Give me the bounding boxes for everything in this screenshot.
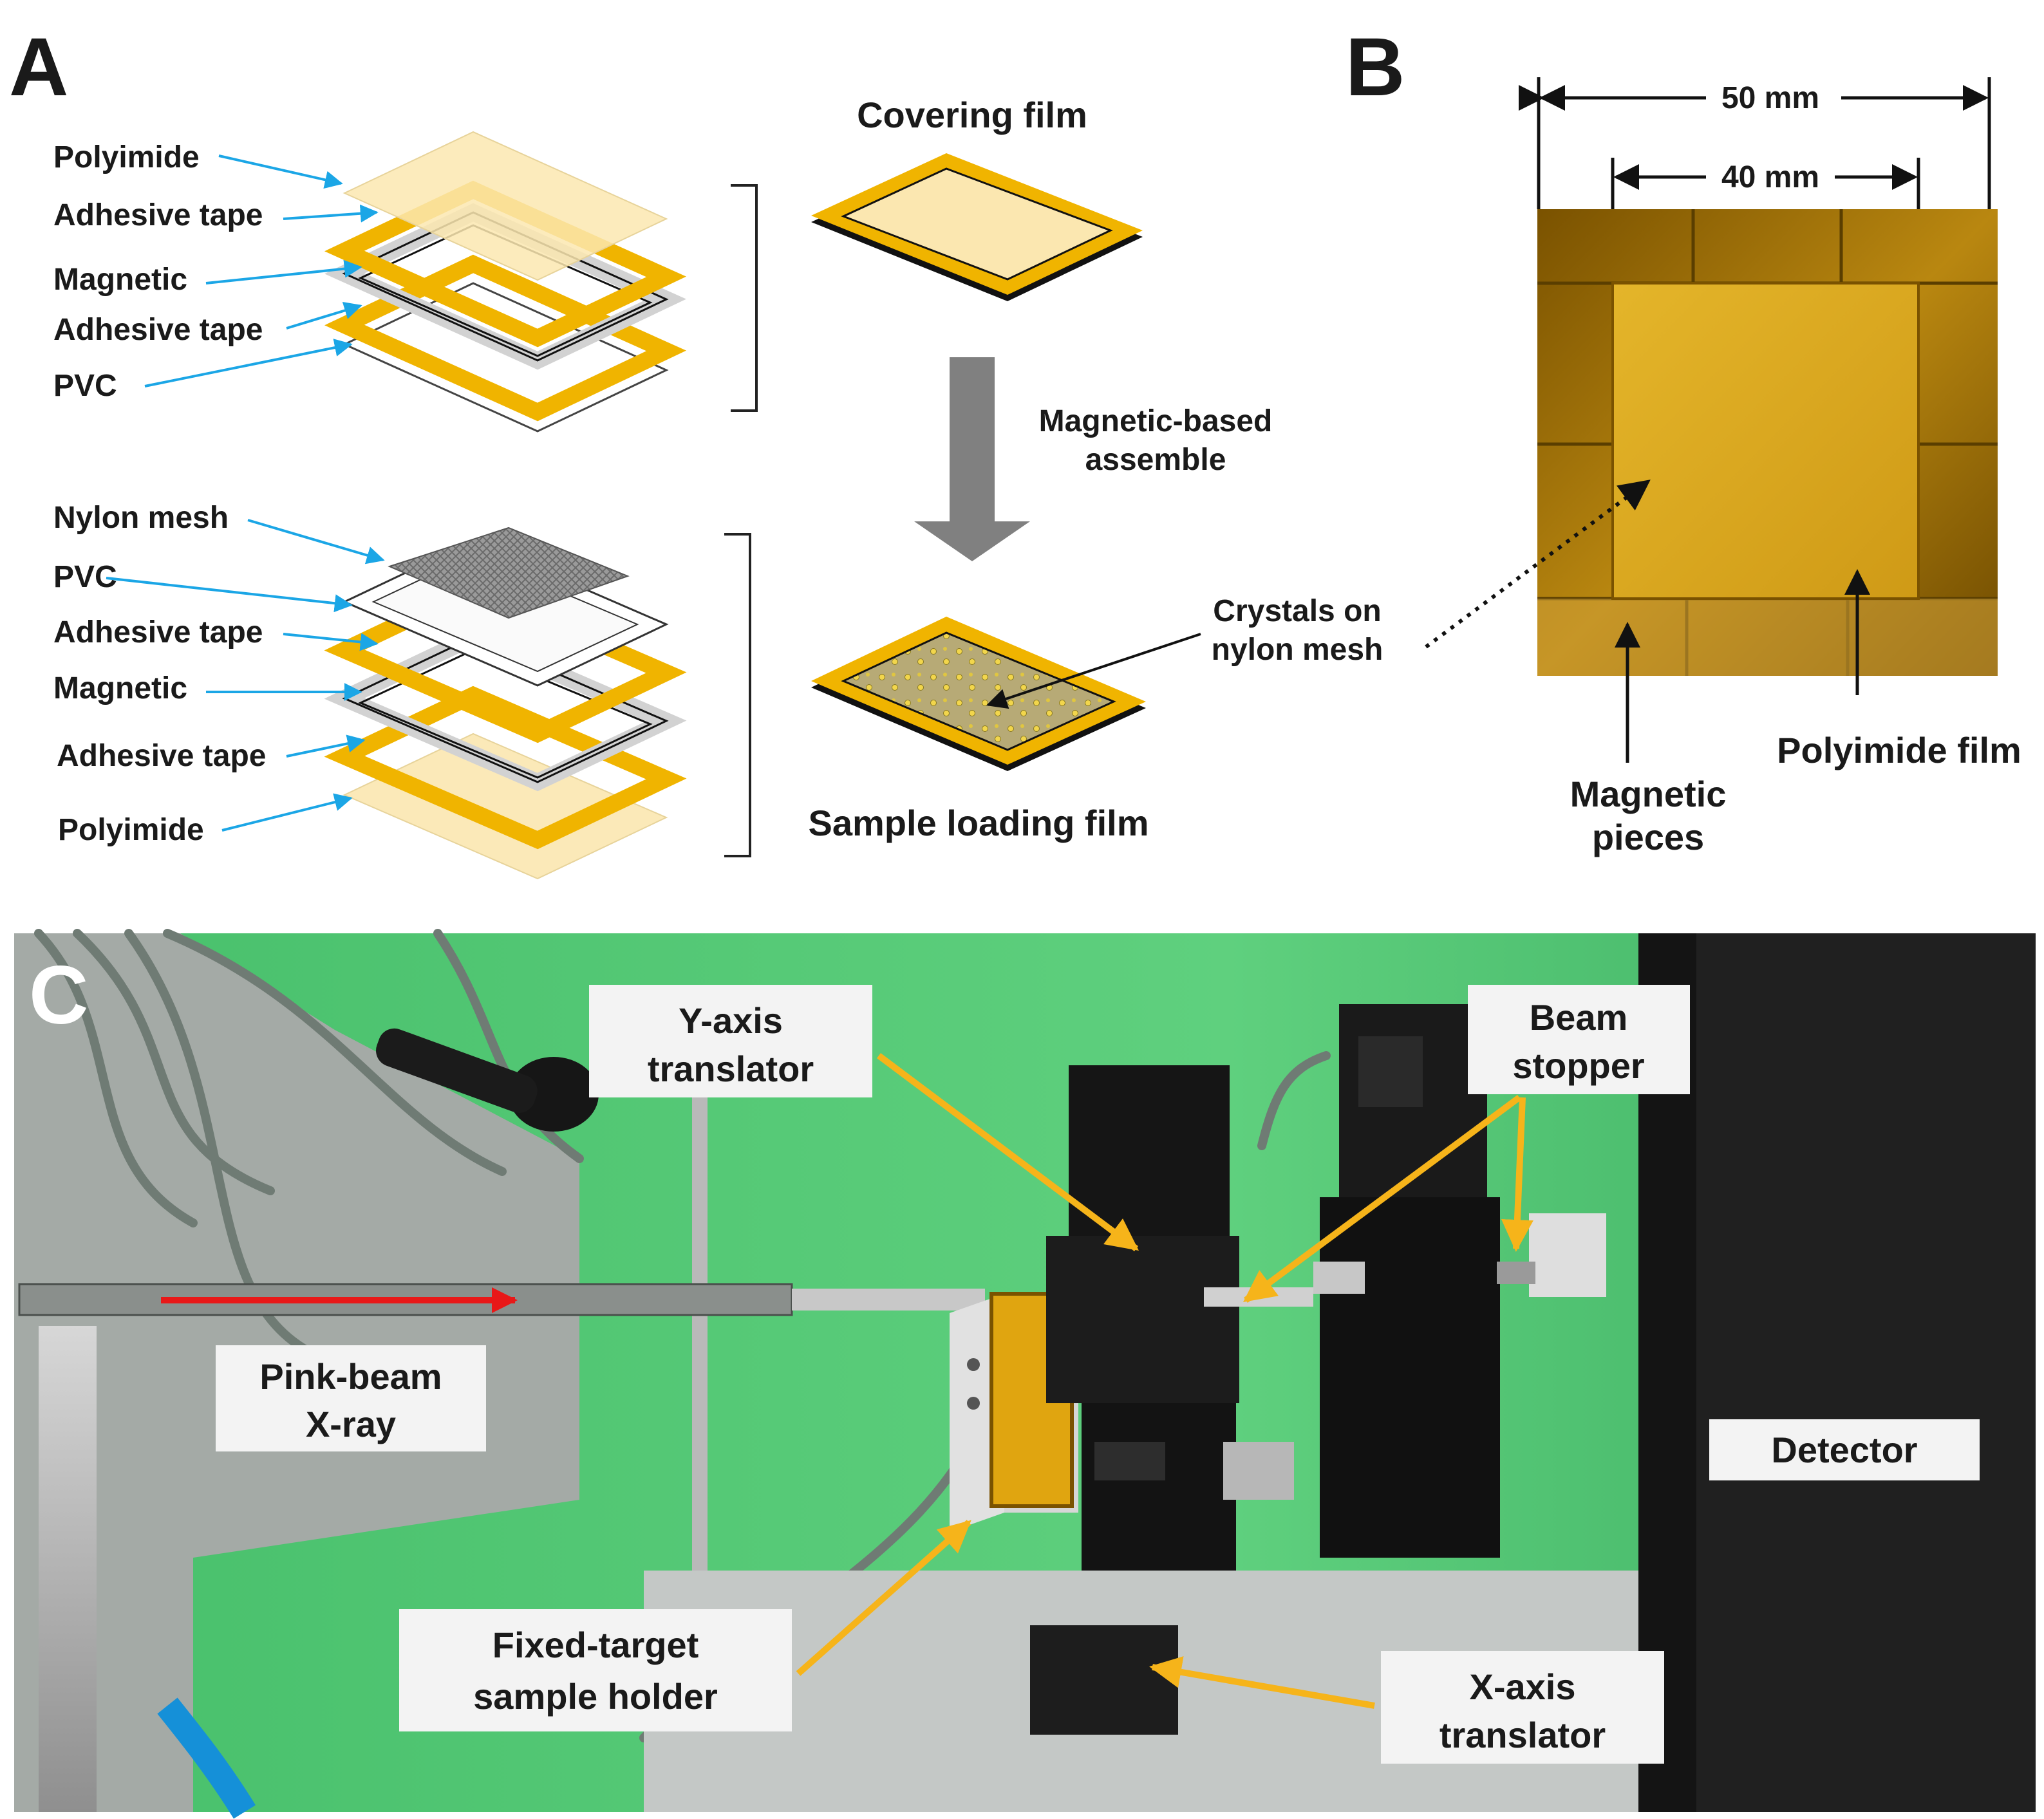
bracket-covering <box>731 184 758 412</box>
layer-magnetic <box>324 203 686 370</box>
pink-beam-label-1: Pink-beam <box>259 1356 442 1397</box>
panel-label-c: C <box>29 949 88 1041</box>
arrow-sample-holder <box>796 1520 971 1676</box>
label-adhesive-tape-4: Adhesive tape <box>57 739 266 773</box>
label-magnetic-1: Magnetic <box>53 263 187 297</box>
label-beam-stopper: Beam stopper <box>1468 985 1690 1094</box>
covering-film-stack <box>324 131 758 433</box>
photo-pointer-arrows <box>796 1053 1533 1709</box>
camera-light <box>509 1057 599 1132</box>
arrow-x-axis <box>1149 1656 1375 1709</box>
label-pink-beam: Pink-beam X-ray <box>216 1345 486 1451</box>
crystals-arrow <box>986 633 1201 709</box>
second-stage-tower <box>1320 1004 1500 1558</box>
magnetic-pieces-label-2: pieces <box>1592 817 1704 857</box>
dimension-50mm: 50 mm <box>1519 77 1991 209</box>
beam-pipe-extension <box>792 1289 985 1311</box>
beam-stopper-label-2: stopper <box>1512 1045 1644 1086</box>
y-axis-label-2: translator <box>648 1049 814 1089</box>
blue-hose <box>157 1697 256 1819</box>
covering-leader-lines <box>144 154 379 387</box>
label-y-axis-translator: Y-axis translator <box>589 985 872 1097</box>
polyimide-window <box>1611 282 1920 600</box>
panel-c: C Y-axis translator Beam stopper Pink-be… <box>14 929 2036 1819</box>
label-magnetic-2: Magnetic <box>53 671 187 705</box>
optical-post <box>39 1326 97 1812</box>
assembly-label-line2: assemble <box>1085 443 1226 477</box>
covering-film-title: Covering film <box>857 95 1087 135</box>
sample-film-stack <box>324 527 751 880</box>
label-sample-holder: Fixed-target sample holder <box>399 1609 792 1731</box>
covering-layer-labels: Polyimide Adhesive tape Magnetic Adhesiv… <box>53 140 379 403</box>
crystals-label-line2: nylon mesh <box>1212 633 1383 667</box>
label-nylon-mesh: Nylon mesh <box>53 501 229 535</box>
label-pvc-1: PVC <box>53 369 117 403</box>
layer-magnetic-2 <box>324 628 687 792</box>
sample-layer-labels: Nylon mesh PVC Adhesive tape Magnetic Ad… <box>53 501 385 847</box>
arrow-y-axis <box>877 1053 1139 1251</box>
assembly-arrow: Magnetic-based assemble <box>914 357 1272 561</box>
layer-polyimide-bottom <box>342 732 668 880</box>
sample-film-title: Sample loading film <box>809 803 1149 843</box>
x-axis-label-2: translator <box>1439 1715 1606 1755</box>
layer-adhesive-lower-2 <box>324 686 687 850</box>
label-x-axis-translator: X-axis translator <box>1381 1651 1664 1764</box>
sample-leader-lines <box>106 519 385 832</box>
holder-label-2: sample holder <box>473 1676 718 1717</box>
polyimide-film-label: Polyimide film <box>1777 730 2021 770</box>
covering-film-assembled: Covering film <box>811 95 1143 301</box>
beam-stopper-label-1: Beam <box>1530 997 1628 1038</box>
holder-label-1: Fixed-target <box>492 1625 699 1665</box>
x-axis-label-1: X-axis <box>1470 1666 1576 1707</box>
label-adhesive-tape-2: Adhesive tape <box>53 313 263 347</box>
pink-beam-label-2: X-ray <box>306 1404 396 1444</box>
stand-rod <box>692 1094 708 1583</box>
panel-b: B 50 mm 40 mm <box>1345 21 2021 857</box>
dimension-50-label: 50 mm <box>1721 81 1819 115</box>
panel-label-a: A <box>9 21 68 113</box>
panel-label-b: B <box>1345 21 1405 113</box>
layer-polyimide <box>342 131 668 281</box>
arrow-beam-stopper-a <box>1242 1094 1521 1303</box>
label-polyimide-top: Polyimide <box>53 140 200 174</box>
magnetic-pieces-label-1: Magnetic <box>1570 774 1727 814</box>
crystals-label-line1: Crystals on <box>1213 594 1381 628</box>
label-adhesive-tape-1: Adhesive tape <box>53 198 263 232</box>
dimension-40-label: 40 mm <box>1721 160 1819 194</box>
label-polyimide-bottom: Polyimide <box>58 813 204 847</box>
label-detector: Detector <box>1709 1419 1980 1480</box>
label-adhesive-tape-3: Adhesive tape <box>53 615 263 649</box>
bracket-sample <box>724 533 751 857</box>
y-axis-label-1: Y-axis <box>679 1000 783 1041</box>
x-axis-stage <box>1030 1625 1178 1735</box>
panel-a: A <box>9 21 1383 880</box>
sample-film-assembled: Sample loading film Crystals on nylon me… <box>809 594 1383 843</box>
detector-label: Detector <box>1771 1430 1917 1470</box>
arrow-beam-stopper-b <box>1501 1097 1533 1252</box>
sample-film-photo <box>1425 209 1998 676</box>
layer-nylon-mesh <box>388 527 630 619</box>
assembly-label-line1: Magnetic-based <box>1039 404 1273 438</box>
detector-housing <box>1638 933 2036 1812</box>
